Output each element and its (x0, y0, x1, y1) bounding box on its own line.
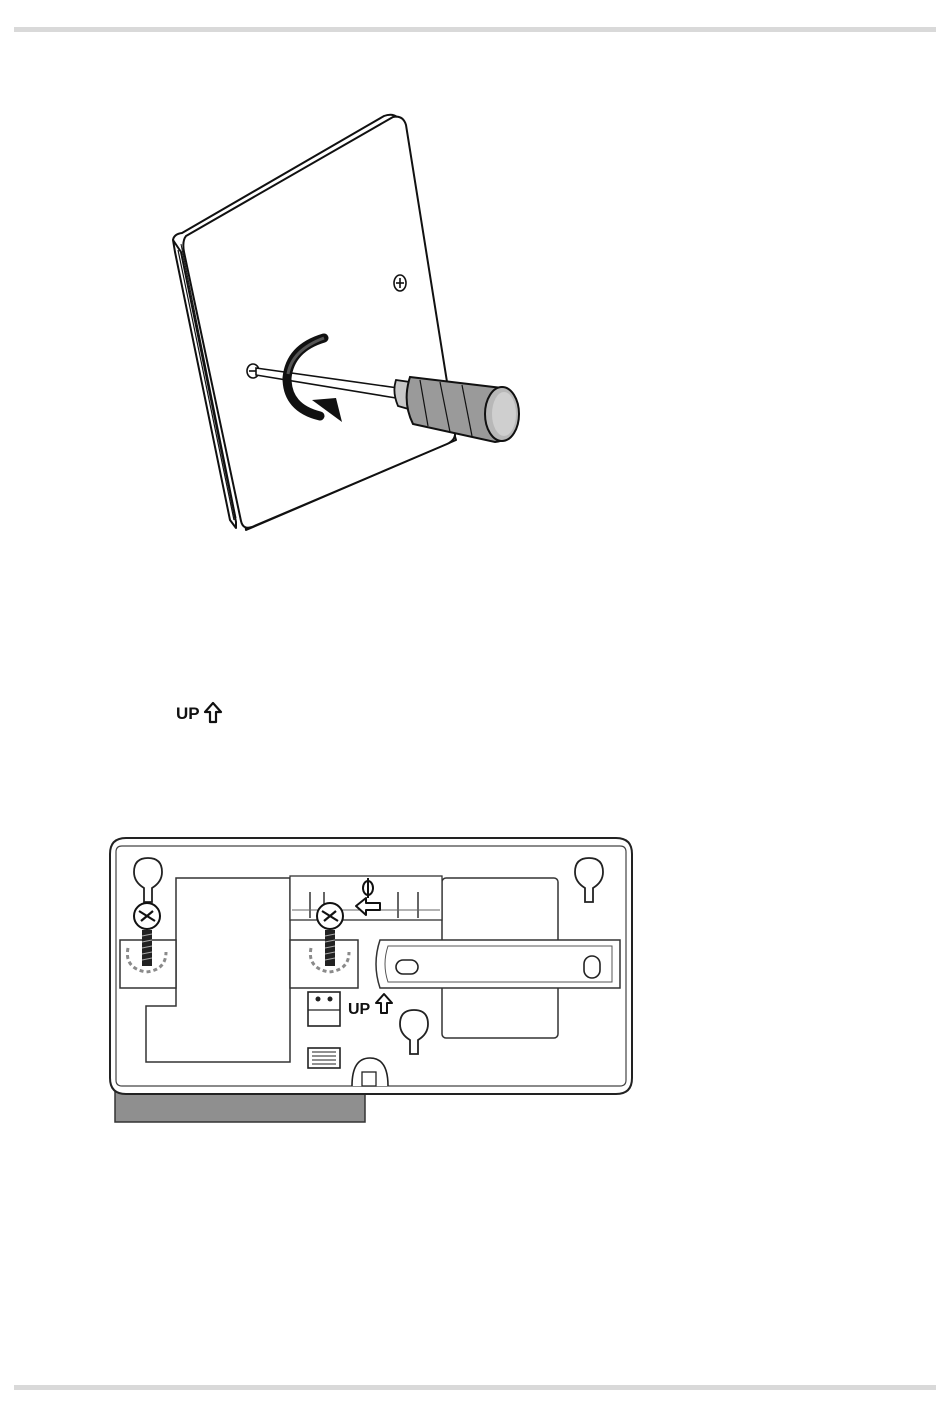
bottom-divider (14, 1385, 936, 1390)
mounting-bracket-illustration: UP (0, 0, 950, 1140)
bracket-up-label: UP (348, 1001, 371, 1018)
